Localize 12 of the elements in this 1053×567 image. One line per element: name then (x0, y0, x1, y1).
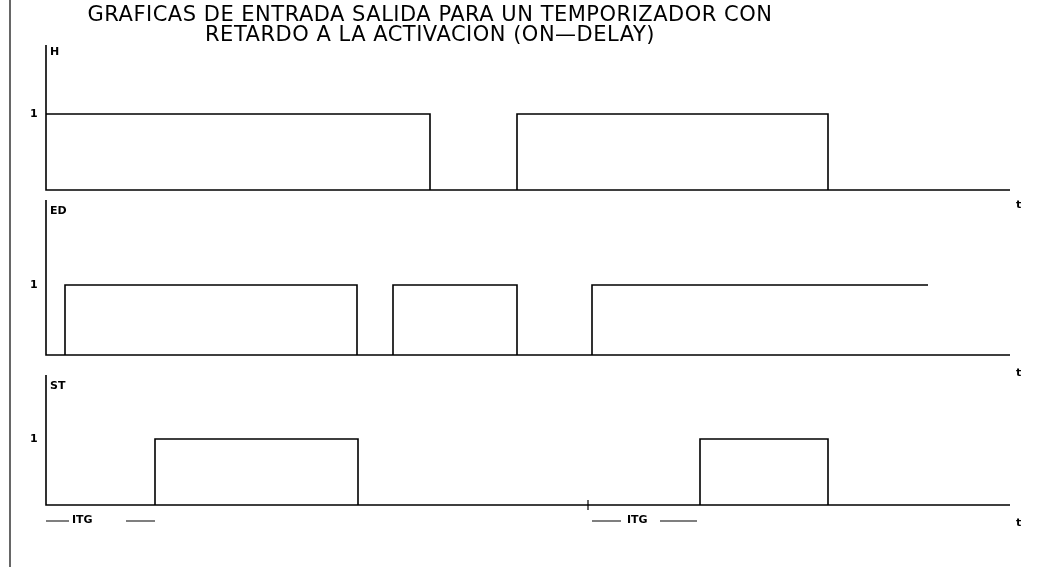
title: GRAFICAS DE ENTRADA SALIDA PARA UN TEMPORIZADOR CON RETARDO A LA ACTIVACION (ON—DELAY) (86, 4, 774, 44)
tick-label: 1 (30, 279, 38, 291)
signal-label: ED (50, 205, 67, 217)
axis-label: t (1016, 517, 1022, 529)
interval-label: ITG (72, 514, 93, 526)
interval-label: ITG (627, 514, 648, 526)
axis-label: t (1016, 367, 1022, 379)
signal-label: H (50, 46, 60, 58)
signal-label: ST (50, 380, 66, 392)
axis-label: t (1016, 199, 1022, 211)
tick-label: 1 (30, 108, 38, 120)
tick-label: 1 (30, 433, 38, 445)
